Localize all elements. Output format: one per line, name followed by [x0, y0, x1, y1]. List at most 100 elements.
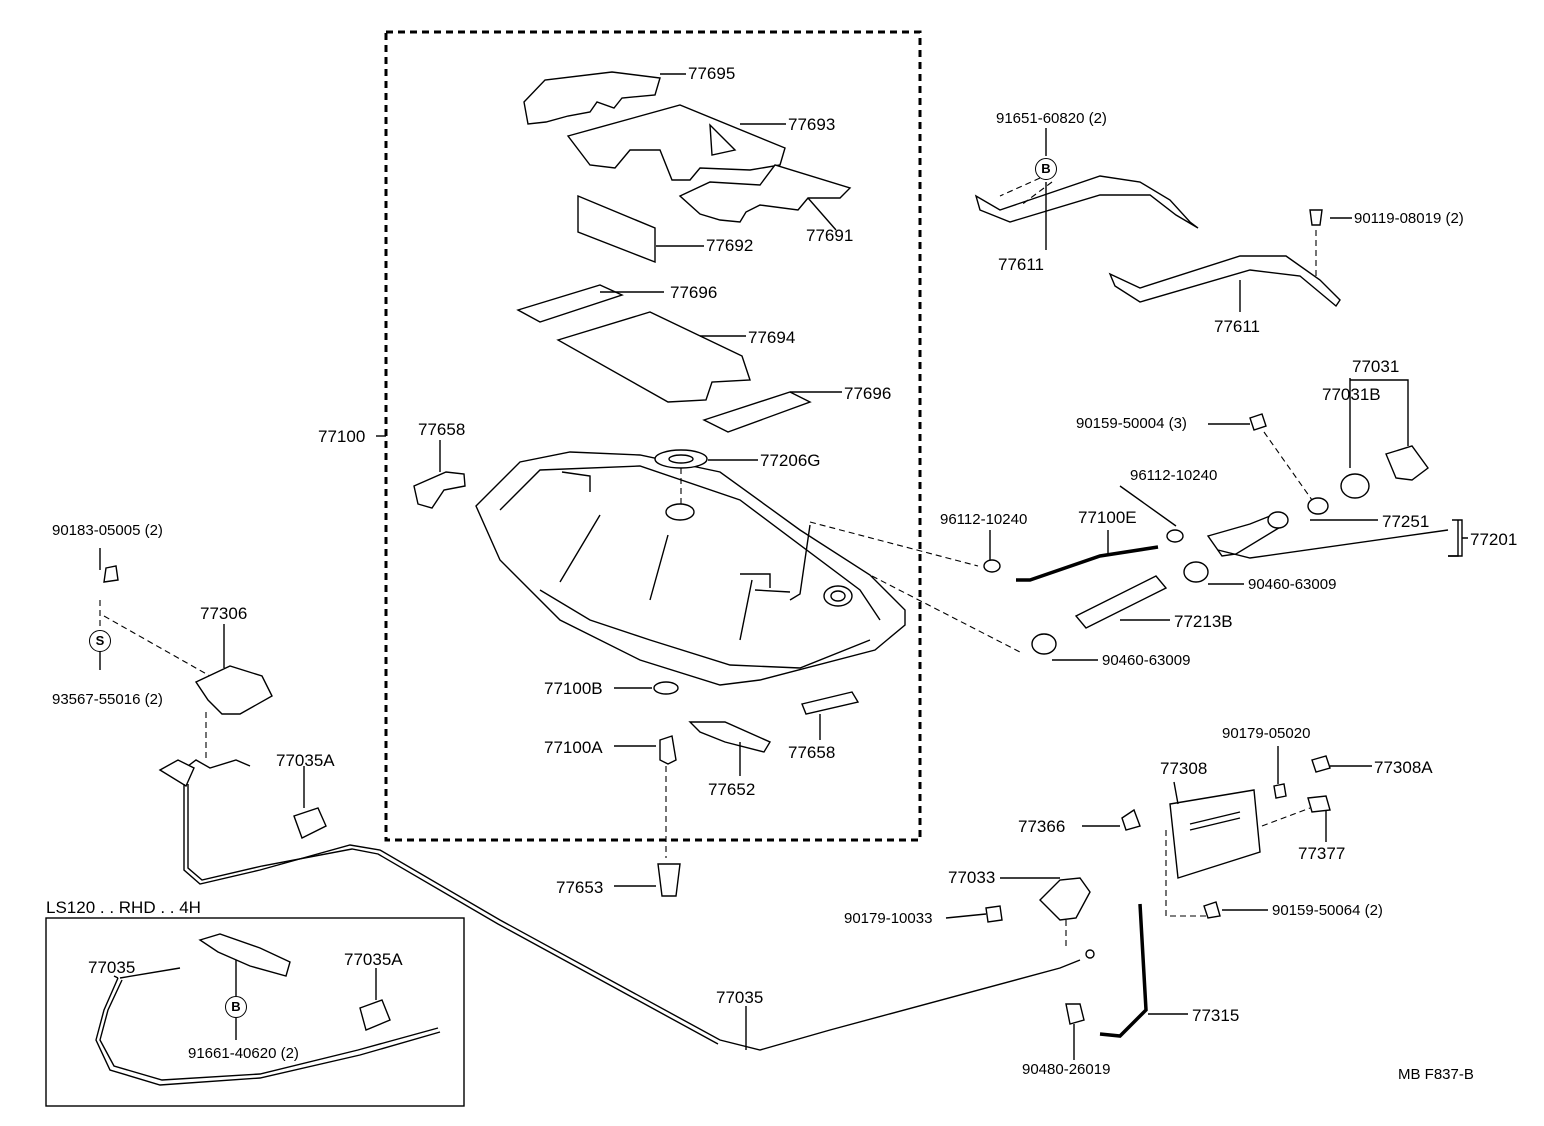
label-77611-lower: 77611: [1214, 317, 1261, 336]
grommet-90480-drawing: [1065, 1003, 1085, 1025]
pad-77693-drawing: [566, 104, 786, 181]
label-77035-inset: 77035: [88, 958, 136, 977]
label-91661-40620: 91661-40620 (2): [188, 1045, 299, 1062]
screw-90179a-drawing: [1273, 783, 1287, 799]
pad-77691-drawing: [678, 164, 852, 223]
label-91651-60820: 91651-60820 (2): [996, 110, 1107, 127]
label-77308a: 77308A: [1374, 758, 1433, 777]
label-77658-lower: 77658: [788, 743, 836, 762]
label-77035-main: 77035: [716, 988, 764, 1007]
lever-77306-drawing: [194, 665, 273, 715]
screw-90159b-drawing: [1203, 901, 1221, 919]
pad-77694-drawing: [556, 311, 751, 403]
label-77377: 77377: [1298, 844, 1346, 863]
circle-symbol-b-inset: B: [225, 996, 247, 1018]
gasket-77251-drawing: [1307, 497, 1329, 515]
hose-77213b-drawing: [1074, 575, 1168, 629]
circle-symbol-b-top: B: [1035, 158, 1057, 180]
circle-symbol-s: S: [89, 630, 111, 652]
label-77251: 77251: [1382, 512, 1430, 531]
label-90460-63009-upper: 90460-63009: [1248, 576, 1337, 593]
handle-77035-drawing: [158, 759, 195, 788]
label-90480-26019: 90480-26019: [1022, 1061, 1111, 1078]
pad-77696a-drawing: [516, 284, 624, 323]
label-77031b: 77031B: [1322, 385, 1381, 404]
inset-clip-77035a-drawing: [359, 999, 391, 1031]
pad-77695-drawing: [523, 71, 661, 125]
label-77694: 77694: [748, 328, 796, 347]
pad-77692-drawing: [577, 194, 656, 264]
spring-77377-drawing: [1307, 795, 1331, 813]
label-77213b: 77213B: [1174, 612, 1233, 631]
inset-box: [45, 917, 465, 1107]
strap-77611b-drawing: [1108, 255, 1341, 308]
clip-96112b-drawing: [1166, 529, 1184, 543]
label-77100b: 77100B: [544, 679, 603, 698]
label-77658-upper: 77658: [418, 420, 466, 439]
label-96112-10240-right: 96112-10240: [1130, 467, 1218, 484]
assembly-box-77100: [384, 30, 922, 842]
label-90460-63009-lower: 90460-63009: [1102, 652, 1191, 669]
label-77100e: 77100E: [1078, 508, 1137, 527]
label-77315: 77315: [1192, 1006, 1240, 1025]
fuel-door-77308-drawing: [1169, 789, 1261, 879]
label-77691: 77691: [806, 226, 854, 245]
inset-lever-drawing: [198, 933, 291, 977]
label-90159-50064: 90159-50064 (2): [1272, 902, 1383, 919]
pad-77696b-drawing: [702, 391, 812, 433]
label-77033: 77033: [948, 868, 996, 887]
label-90183-05005: 90183-05005 (2): [52, 522, 163, 539]
label-77692: 77692: [706, 236, 754, 255]
label-90179-10033: 90179-10033: [844, 910, 933, 927]
fuel-tank-drawing: [475, 451, 906, 686]
clip-77658a-drawing: [413, 471, 466, 509]
cap-77031-drawing: [1385, 445, 1429, 481]
label-77693: 77693: [788, 115, 836, 134]
hose-77100e-drawing: [1016, 545, 1159, 582]
figure-code: MB F837-B: [1398, 1066, 1474, 1083]
lock-77033-drawing: [1039, 877, 1091, 921]
label-90159-50004: 90159-50004 (3): [1076, 415, 1187, 432]
label-77100a: 77100A: [544, 738, 603, 757]
label-77696-upper: 77696: [670, 283, 718, 302]
label-77100: 77100: [318, 427, 366, 446]
label-77652: 77652: [708, 780, 756, 799]
clip-77035a-main-drawing: [293, 807, 327, 839]
label-77696-lower: 77696: [844, 384, 892, 403]
grommet-77653-drawing: [657, 863, 681, 897]
label-77611-upper: 77611: [998, 255, 1045, 274]
seal-ring-77206g-drawing: [654, 449, 708, 469]
label-77201: 77201: [1470, 530, 1518, 549]
cable-77035-drawing: [183, 784, 1081, 1051]
opener-77366-drawing: [1121, 808, 1141, 831]
label-96112-10240-left: 96112-10240: [940, 511, 1028, 528]
clip-96112a-drawing: [983, 559, 1001, 573]
clip-77658b-drawing: [801, 691, 860, 715]
hose-77315-drawing: [1099, 903, 1148, 1038]
label-90119-08019: 90119-08019 (2): [1354, 210, 1464, 227]
pad-77308a-drawing: [1311, 755, 1331, 773]
label-77695: 77695: [688, 64, 736, 83]
clamp-90460a-drawing: [1183, 561, 1209, 583]
label-77031: 77031: [1352, 357, 1400, 376]
inset-caption: LS120 . . RHD . . 4H: [46, 898, 201, 917]
label-77206g: 77206G: [760, 451, 821, 470]
label-77366: 77366: [1018, 817, 1066, 836]
nut-90179b-drawing: [985, 905, 1003, 923]
cap-77031b-drawing: [1340, 473, 1370, 499]
plug-77100b-drawing: [653, 681, 679, 695]
label-77308: 77308: [1160, 759, 1208, 778]
label-77306: 77306: [200, 604, 248, 623]
bolt-90119-drawing: [1309, 209, 1323, 226]
label-77035a-inset: 77035A: [344, 950, 403, 969]
label-77035a-main: 77035A: [276, 751, 335, 770]
bracket-77652-drawing: [688, 721, 772, 753]
label-90179-05020: 90179-05020: [1222, 725, 1311, 742]
screw-90159a-drawing: [1249, 413, 1267, 431]
label-93567-55016: 93567-55016 (2): [52, 691, 163, 708]
label-77653: 77653: [556, 878, 604, 897]
nut-90183-drawing: [103, 565, 119, 583]
drain-77100a-drawing: [659, 735, 677, 765]
